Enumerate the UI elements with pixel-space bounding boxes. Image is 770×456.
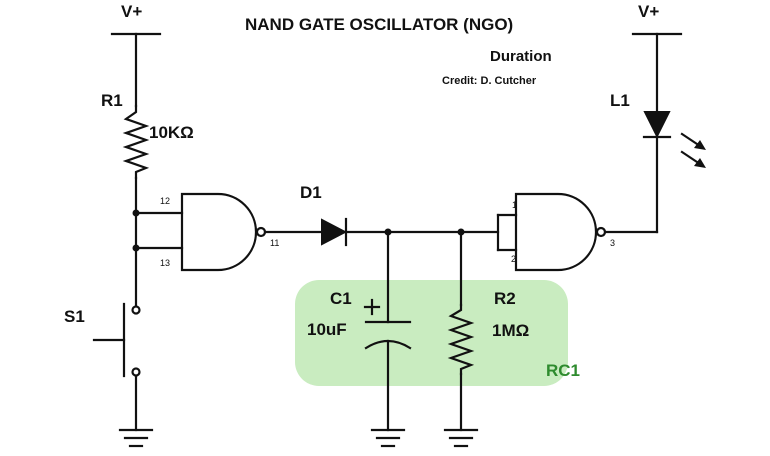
- g1-pin-11: 11: [270, 238, 279, 248]
- s1-label: S1: [64, 307, 85, 326]
- s1-contact-top: [131, 305, 141, 315]
- c1-value: 10uF: [307, 320, 347, 339]
- light-emission-icon: [680, 132, 706, 168]
- rc1-label: RC1: [546, 361, 580, 380]
- r2-label: R2: [494, 289, 516, 308]
- r2-value: 1MΩ: [492, 321, 529, 340]
- d1-label: D1: [300, 183, 322, 202]
- l1-led: [642, 111, 672, 139]
- ground-r2-icon: [443, 428, 479, 448]
- g2-pin-2: 2: [511, 254, 516, 264]
- nand-gate-1: [180, 192, 267, 272]
- g1-pin-12: 12: [160, 196, 170, 206]
- ground-s1-icon: [118, 428, 154, 448]
- r1-value: 10KΩ: [149, 123, 194, 142]
- g2-pin-3: 3: [610, 238, 615, 248]
- ground-c1-icon: [370, 428, 406, 448]
- g1-pin-13: 13: [160, 258, 170, 268]
- supply-right-label: V+: [638, 2, 659, 21]
- r2-resistor: [447, 303, 475, 376]
- s1-switch: [92, 302, 126, 378]
- credit: Credit: D. Cutcher: [442, 75, 537, 87]
- supply-left-label: V+: [121, 2, 142, 21]
- c1-label: C1: [330, 289, 352, 308]
- l1-label: L1: [610, 91, 630, 110]
- r1-resistor: [122, 104, 150, 180]
- title: NAND GATE OSCILLATOR (NGO): [245, 15, 513, 34]
- s1-contact-bottom: [131, 367, 141, 377]
- r1-label: R1: [101, 91, 123, 110]
- d1-diode: [321, 217, 348, 247]
- subtitle: Duration: [490, 48, 552, 65]
- rc1-highlight: [295, 280, 568, 386]
- nand-gate-2: [514, 192, 607, 272]
- g2-pin-1: 1: [512, 200, 517, 210]
